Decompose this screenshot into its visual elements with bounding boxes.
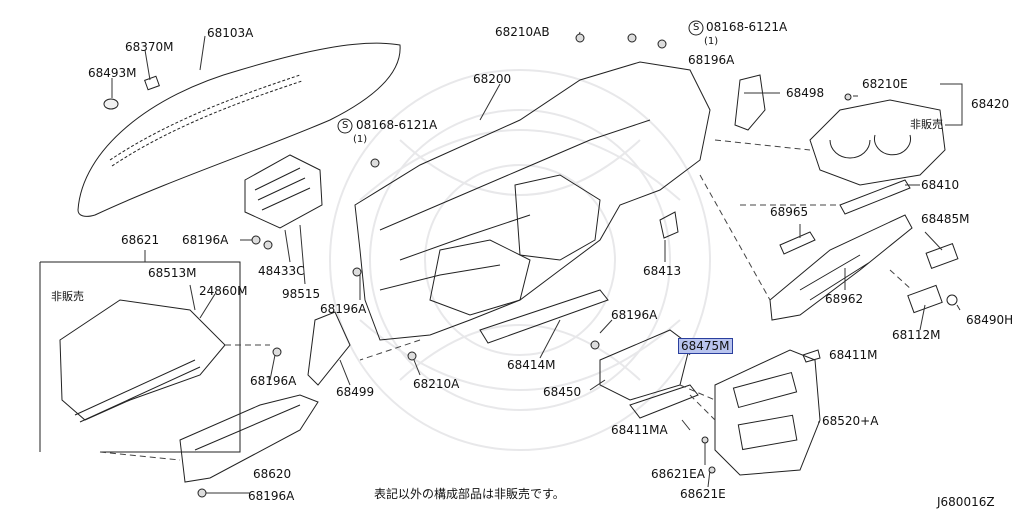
label-68621e: 68621E — [680, 487, 726, 501]
label-68475m-highlighted[interactable]: 68475M — [678, 338, 733, 354]
side-lid-68499 — [308, 312, 350, 385]
label-not-for-sale-right: 非販売 — [910, 118, 943, 131]
label-68499: 68499 — [336, 385, 375, 399]
label-68410: 68410 — [921, 178, 960, 192]
label-68621ea: 68621EA — [651, 467, 705, 481]
side-vent-duct — [245, 155, 322, 228]
main-panel-inner-detail — [380, 120, 650, 290]
upper-dash-trim-shape — [78, 43, 400, 216]
finisher-68410 — [840, 180, 910, 214]
label-48433c: 48433C — [258, 264, 305, 278]
trim-clip-68370m — [145, 76, 160, 90]
label-24860m: 24860M — [199, 284, 248, 298]
cover-68413 — [660, 212, 678, 238]
label-qty-top: (1) — [704, 36, 719, 47]
fasteners — [198, 34, 851, 497]
diagram-code: J680016Z — [937, 495, 995, 509]
label-68200: 68200 — [473, 72, 512, 86]
screw-mark-circle-mid — [338, 119, 352, 133]
main-instrument-panel-shape — [355, 62, 710, 340]
cap-68493m — [104, 99, 118, 109]
label-68450: 68450 — [543, 385, 582, 399]
label-68103a: 68103A — [207, 26, 254, 40]
meter-hood-68420 — [810, 100, 945, 185]
label-98515: 98515 — [282, 287, 321, 301]
label-68414m: 68414M — [507, 358, 556, 372]
lower-panel-opening — [430, 240, 530, 315]
label-68196a-left: 68196A — [182, 233, 229, 247]
switch-68112m — [908, 285, 942, 312]
label-68196a-center: 68196A — [320, 302, 367, 316]
label-68411m: 68411M — [829, 348, 878, 362]
label-08168-6121a-top: 08168-6121A — [706, 20, 788, 34]
label-68210e: 68210E — [862, 77, 908, 91]
label-68498: 68498 — [786, 86, 825, 100]
center-finisher-slot-2 — [738, 415, 797, 449]
label-68485m: 68485M — [921, 212, 970, 226]
label-68370m: 68370M — [125, 40, 174, 54]
screw-mark-mid: S — [342, 120, 349, 131]
glove-box-68621-shape — [60, 300, 225, 420]
label-qty-mid: (1) — [353, 134, 368, 145]
label-68196a-bottom: 68196A — [248, 489, 295, 503]
label-68196a-top: 68196A — [688, 53, 735, 67]
switch-68485m — [926, 244, 958, 269]
label-68210a: 68210A — [413, 377, 460, 391]
screw-mark-circle-top — [689, 21, 703, 35]
label-68196a-glove: 68196A — [250, 374, 297, 388]
label-68490h: 68490H — [966, 313, 1014, 327]
glove-box-hinge-lines — [75, 360, 200, 422]
lower-cover-68962 — [770, 215, 912, 320]
label-68620: 68620 — [253, 467, 292, 481]
label-68196a-mid: 68196A — [611, 308, 658, 322]
label-08168-6121a-mid: 08168-6121A — [356, 118, 438, 132]
clip-68490h — [947, 295, 957, 305]
label-68962: 68962 — [825, 292, 864, 306]
label-68420: 68420 — [971, 97, 1010, 111]
strip-68414m — [480, 290, 608, 343]
defroster-grille-lines — [110, 75, 302, 166]
label-not-for-sale-left: 非販売 — [51, 290, 84, 303]
label-footnote: 表記以外の構成部品は非販売です。 — [374, 487, 565, 501]
assembly-dashed-lines — [100, 140, 912, 460]
label-68520a: 68520+A — [822, 414, 879, 428]
assembly-frame-68621 — [40, 262, 240, 452]
clip-68411m — [803, 350, 820, 362]
label-68411ma: 68411MA — [611, 423, 668, 437]
lid-68620 — [180, 395, 318, 482]
screw-mark-top: S — [693, 22, 700, 33]
bracket-68498 — [735, 75, 765, 130]
bracket-68965 — [780, 232, 815, 254]
label-68210ab: 68210AB — [495, 25, 550, 39]
label-68413: 68413 — [643, 264, 682, 278]
center-finisher-68520a — [715, 350, 820, 475]
label-68965: 68965 — [770, 205, 809, 219]
tray-68411ma — [630, 385, 698, 418]
label-68513m: 68513M — [148, 266, 197, 280]
label-68493m: 68493M — [88, 66, 137, 80]
watermark-emblem — [330, 70, 710, 450]
label-68621: 68621 — [121, 233, 160, 247]
label-68112m: 68112M — [892, 328, 941, 342]
center-finisher-slot-1 — [733, 373, 796, 408]
